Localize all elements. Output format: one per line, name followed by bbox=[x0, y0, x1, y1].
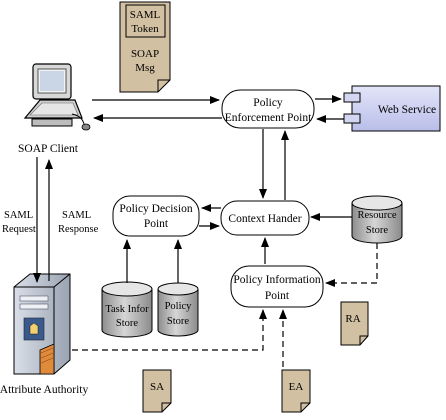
resource-store-label-2: Store bbox=[366, 225, 389, 236]
web-service-label: Web Service bbox=[378, 104, 436, 116]
saml-response-label-1: SAML bbox=[62, 210, 91, 221]
ra-label: RA bbox=[345, 313, 360, 325]
pip-label-2: Point bbox=[265, 290, 290, 302]
policy-information-point-box bbox=[230, 265, 324, 308]
pep-label-2: Enforcement Point bbox=[225, 112, 312, 124]
pdp-label-1: Policy Decision bbox=[119, 203, 192, 215]
ea-label: EA bbox=[289, 381, 304, 393]
context-handler-label: Context Hander bbox=[228, 213, 301, 225]
ra-document: RA bbox=[340, 301, 369, 346]
pip-label-1: Policy Information bbox=[233, 274, 320, 286]
saml-response-label-2: Response bbox=[58, 224, 99, 235]
web-service-component: Web Service bbox=[343, 85, 441, 132]
soap-msg-label-2: Msg bbox=[135, 62, 155, 74]
saml-token-label-2: Token bbox=[131, 23, 159, 35]
computer-icon bbox=[23, 63, 91, 131]
sa-label: SA bbox=[150, 381, 164, 393]
context-handler-box bbox=[220, 200, 310, 236]
sa-document: SA bbox=[142, 369, 172, 413]
pep-label-1: Policy bbox=[253, 97, 283, 109]
resource-store-label-1: Resource bbox=[357, 210, 396, 221]
task-store-label-2: Store bbox=[116, 318, 139, 329]
task-infor-store-cylinder: Task Infor Store bbox=[101, 281, 153, 338]
soap-msg-label-1: SOAP bbox=[131, 48, 159, 60]
task-store-label-1: Task Infor bbox=[105, 304, 149, 315]
soap-client-label: SOAP Client bbox=[18, 143, 79, 155]
pdp-label-2: Point bbox=[144, 218, 169, 230]
aa-to-pip-dashed-arrow bbox=[72, 309, 267, 351]
saml-token-soap-msg-document: SAML Token SOAP Msg bbox=[119, 1, 171, 93]
saml-token-label-1: SAML bbox=[130, 9, 161, 21]
policy-store-label-2: Store bbox=[167, 316, 190, 327]
attribute-authority-label: Attribute Authority bbox=[0, 384, 88, 396]
policy-enforcement-point-box bbox=[221, 89, 315, 129]
saml-request-label-2: Request bbox=[2, 224, 36, 235]
policy-store-label-1: Policy bbox=[165, 301, 193, 312]
ea-document: EA bbox=[281, 369, 311, 413]
resource-store-cylinder: Resource Store bbox=[351, 195, 403, 244]
policy-store-cylinder: Policy Store bbox=[157, 282, 199, 337]
resource-to-pip-dashed-arrow bbox=[325, 243, 378, 287]
saml-request-label-1: SAML bbox=[4, 210, 33, 221]
server-icon bbox=[13, 273, 71, 375]
policy-decision-point-box bbox=[112, 195, 200, 237]
